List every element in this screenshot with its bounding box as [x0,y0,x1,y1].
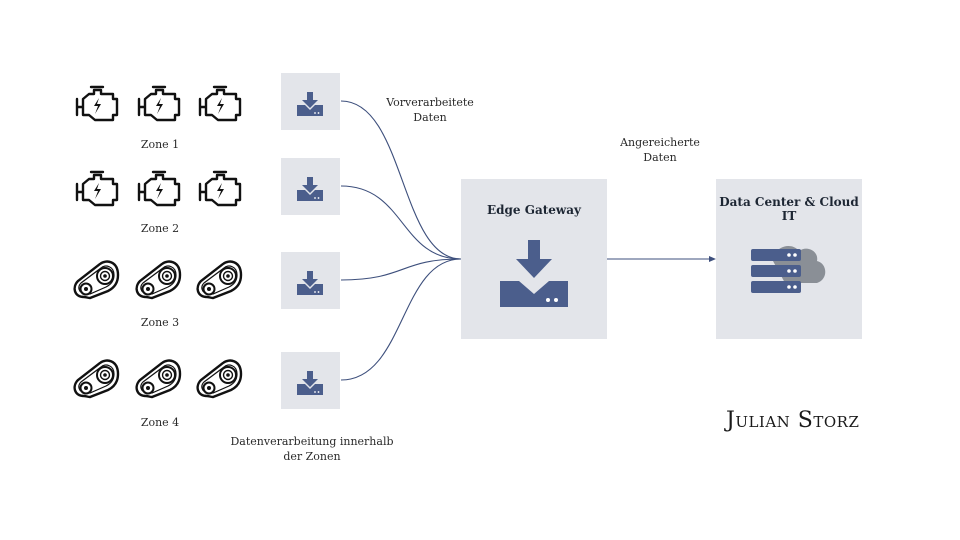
edge-gateway-box [461,179,607,339]
belt-drive-icon [196,260,243,300]
belt-drive-icon [196,359,243,399]
belt-drive-icon [73,260,120,300]
download-icon [500,240,568,307]
zone-3-processing-tile [281,252,340,309]
zone-label: Zone 3 [140,316,180,329]
enriched-data-arrow [607,256,716,262]
engine-icon [198,85,242,122]
zone-2-machines [75,170,242,207]
zone-4-machines [73,359,243,399]
belt-drive-icon [73,359,120,399]
zone-label: Zone 2 [140,222,180,235]
engine-icon [75,85,119,122]
engine-icon [75,170,119,207]
connector-zone-3 [340,258,462,281]
zone-1-machines [75,85,242,122]
belt-drive-icon [135,359,182,399]
zone-label: Zone 4 [140,416,180,429]
connector-zone-2 [340,185,462,260]
zone-3-machines [73,260,243,300]
data-center-box [716,179,862,339]
belt-drive-icon [135,260,182,300]
zone-processing-label: Datenverarbeitung innerhalb der Zonen [230,435,394,463]
brand-signature: Julian Storz [726,408,860,433]
connector-zone-1 [340,100,462,260]
data-center-title: Data Center & Cloud IT [719,195,859,223]
zone-4-processing-tile [281,352,340,409]
engine-icon [137,85,181,122]
server-cloud-icon [751,246,826,293]
zone-2-processing-tile [281,158,340,215]
zone-1-processing-tile [281,73,340,130]
preprocessed-data-label: Vorverarbeitete Daten [386,96,474,124]
edge-gateway-title: Edge Gateway [486,203,582,217]
preprocessed-data-connectors [340,100,462,381]
engine-icon [137,170,181,207]
zone-label: Zone 1 [140,138,180,151]
enriched-data-label: Angereicherte Daten [620,136,700,164]
engine-icon [198,170,242,207]
connector-zone-4 [340,258,462,381]
